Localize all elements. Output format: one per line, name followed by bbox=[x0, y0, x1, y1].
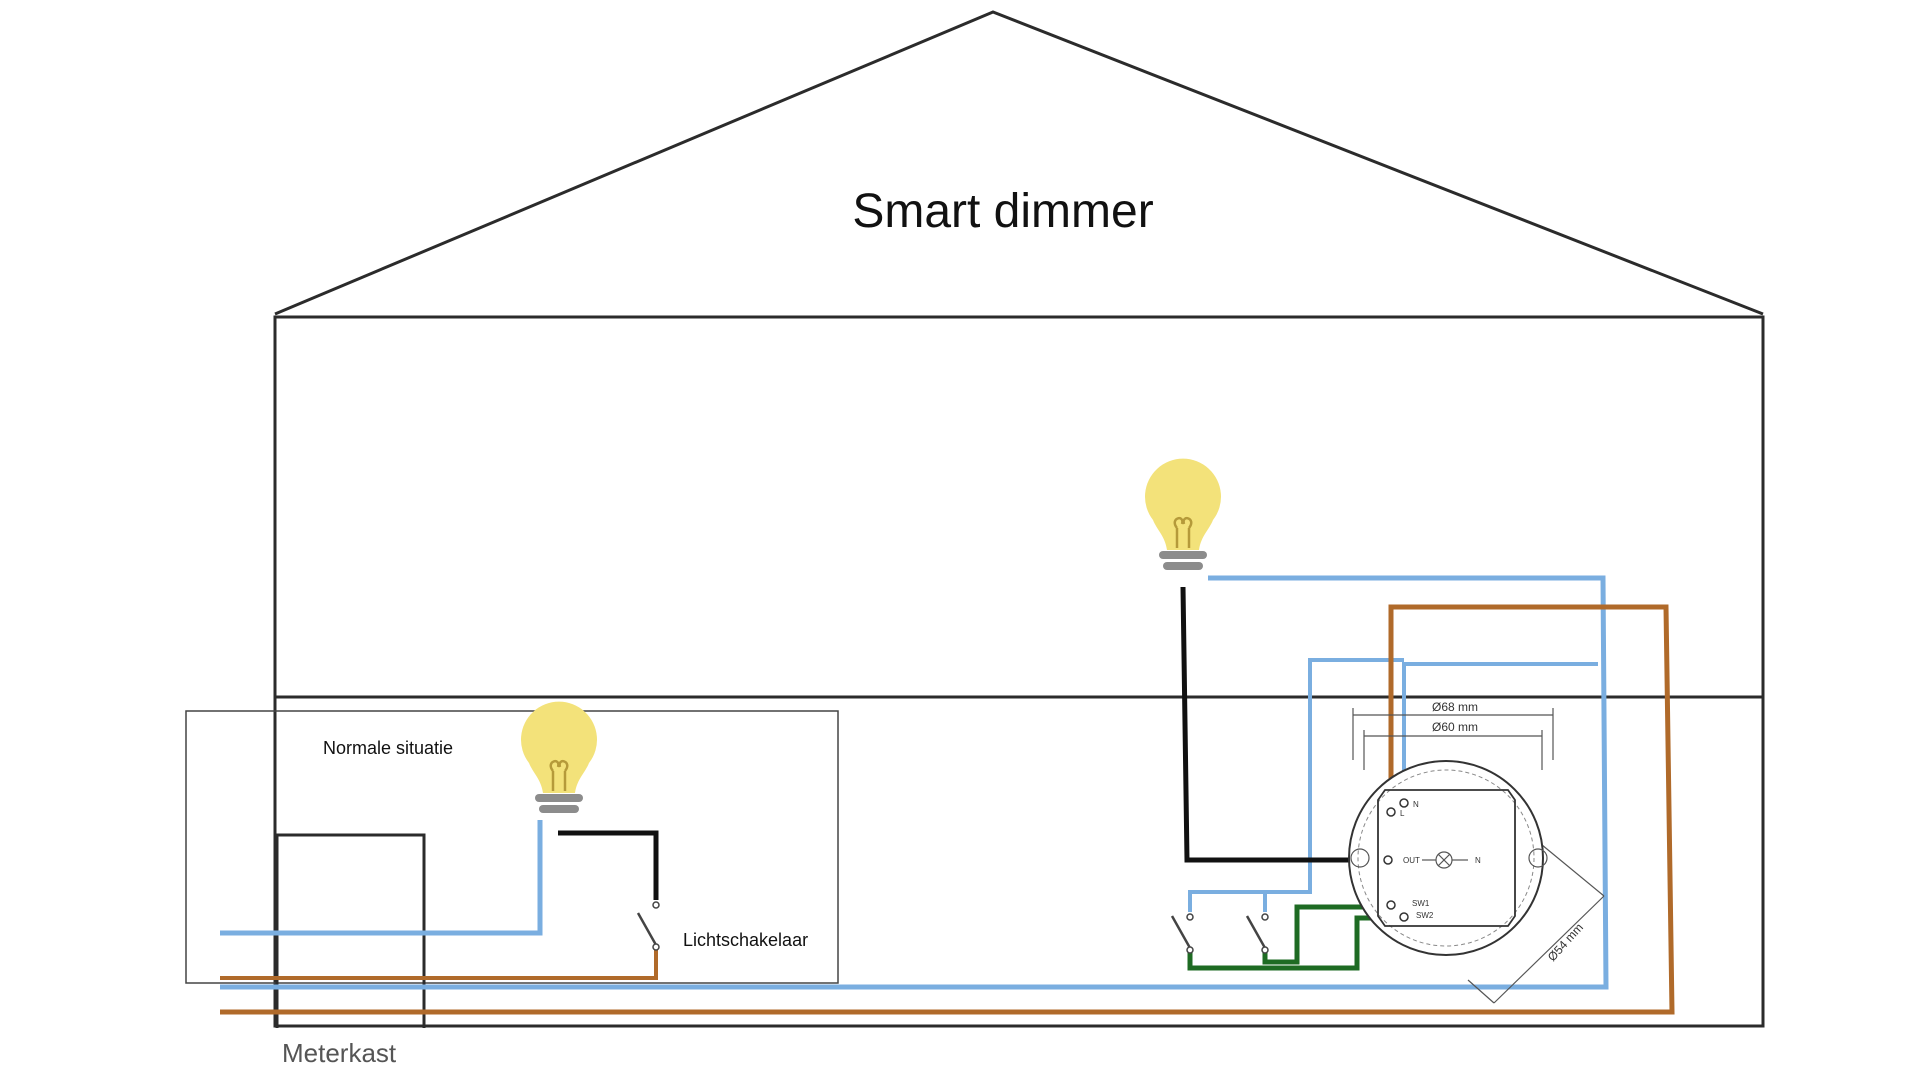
terminal-n2: N bbox=[1475, 856, 1481, 865]
house-outline bbox=[273, 10, 1765, 1028]
smart-dimmer-module: Ø68 mm Ø60 mm Ø54 mm N L OUT N SW1 SW2 bbox=[1348, 700, 1605, 1004]
dimmer-housing-inner bbox=[1357, 769, 1535, 947]
meter-box-label: Meterkast bbox=[282, 1038, 397, 1068]
terminal-n: N bbox=[1413, 800, 1419, 809]
live-wire-main bbox=[220, 604, 1675, 1015]
roof bbox=[274, 10, 1764, 316]
dimmer-circuit-wires bbox=[220, 575, 1675, 1015]
dimension-inner: Ø60 mm bbox=[1432, 720, 1478, 734]
neutral-wire-bulb bbox=[220, 575, 1609, 990]
diagram-title: Smart dimmer bbox=[852, 185, 1153, 238]
dimension-outer: Ø68 mm bbox=[1432, 700, 1478, 714]
lamp-symbol bbox=[1422, 851, 1468, 869]
dimension-body: Ø54 mm bbox=[1545, 920, 1586, 964]
switched-wire-normal bbox=[558, 830, 659, 900]
switched-wire-out bbox=[1180, 586, 1388, 863]
dimension-lines bbox=[1352, 708, 1605, 1004]
terminal-sw2: SW2 bbox=[1416, 911, 1434, 920]
terminal-out: OUT bbox=[1403, 856, 1420, 865]
bulb-icon bbox=[1145, 458, 1221, 570]
wall-switch-1 bbox=[1170, 913, 1194, 954]
mount-hole-left bbox=[1350, 848, 1370, 868]
normal-situation-panel: Normale situatie Meterkast Lichtschakela… bbox=[185, 701, 839, 1068]
terminal-block bbox=[1383, 798, 1409, 922]
mount-hole-right bbox=[1528, 848, 1548, 868]
light-switch-label: Lichtschakelaar bbox=[683, 930, 808, 950]
bulb-icon bbox=[521, 701, 597, 813]
dimmer-board bbox=[1377, 789, 1516, 927]
normal-situation-frame bbox=[185, 710, 839, 984]
terminal-sw1: SW1 bbox=[1412, 899, 1430, 908]
switch-wire-sw1 bbox=[1262, 904, 1384, 965]
house-body bbox=[273, 315, 1765, 1028]
light-switch-normal bbox=[636, 901, 660, 951]
terminal-l: L bbox=[1400, 809, 1405, 818]
neutral-wire-dimmer bbox=[1402, 662, 1598, 805]
neutral-wire-switches bbox=[1188, 658, 1404, 912]
normal-situation-label: Normale situatie bbox=[323, 738, 453, 758]
neutral-wire-normal bbox=[220, 820, 543, 936]
live-wire-normal bbox=[220, 950, 658, 980]
wall-switch-2 bbox=[1245, 913, 1269, 954]
